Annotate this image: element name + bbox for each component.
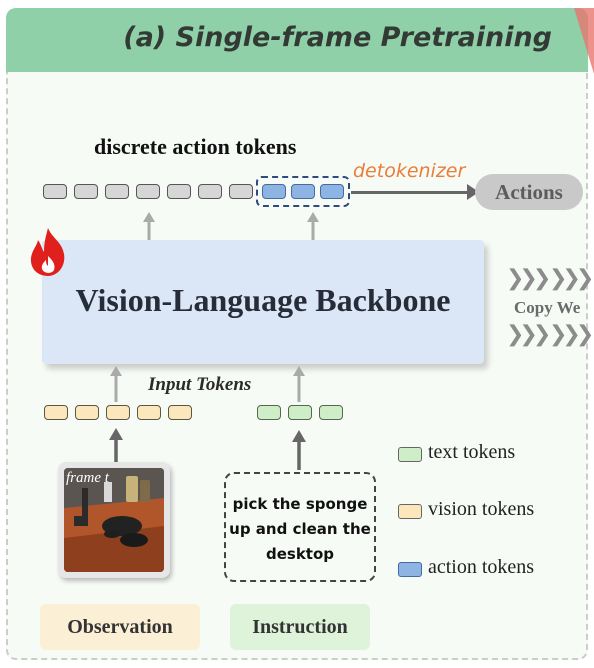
arrow-up-icon	[307, 212, 319, 240]
double-chevron-right-icon: ❯❯❯ ❯❯❯ ❯	[506, 322, 594, 347]
legend-swatch-action	[398, 562, 422, 577]
token-vision	[137, 405, 161, 420]
token-action	[262, 184, 286, 199]
instruction-label-box	[230, 604, 370, 650]
observation-box	[40, 604, 200, 650]
observation-label: Observation	[67, 616, 173, 638]
token-vision	[75, 405, 99, 420]
legend-swatch-text	[398, 447, 422, 462]
arrow-up-icon	[143, 212, 155, 240]
action-token-group-outline	[256, 176, 350, 207]
token-gray	[167, 184, 191, 199]
token-gray	[229, 184, 253, 199]
arrow-up-icon	[293, 366, 305, 402]
input-tokens-label: Input Tokens	[148, 374, 252, 395]
instruction-label: Instruction	[252, 616, 348, 638]
arrow-up-icon	[292, 430, 306, 470]
legend-label-vision: vision tokens	[428, 498, 535, 520]
token-text	[257, 405, 281, 420]
token-vision	[44, 405, 68, 420]
backbone-label: Vision-Language Backbone	[75, 282, 451, 318]
token-action	[320, 184, 344, 199]
detokenizer-arrow-line	[351, 191, 469, 194]
discrete-action-tokens-label: discrete action tokens	[94, 134, 297, 159]
instruction-text: pick the sponge up and clean the desktop	[229, 495, 371, 563]
flame-icon	[30, 228, 65, 276]
double-chevron-right-icon: ❯❯❯ ❯❯❯ ❯	[506, 266, 594, 291]
arrow-up-icon	[109, 428, 123, 464]
token-gray	[74, 184, 98, 199]
legend-label-action: action tokens	[428, 556, 535, 578]
detokenizer-label: detokenizer	[353, 160, 466, 182]
token-gray	[136, 184, 160, 199]
token-gray	[43, 184, 67, 199]
robot-scene-image	[64, 468, 164, 572]
token-action	[291, 184, 315, 199]
token-vision	[168, 405, 192, 420]
legend-swatch-vision	[398, 504, 422, 519]
token-gray	[198, 184, 222, 199]
legend-label-text: text tokens	[428, 441, 516, 463]
arrow-up-icon	[110, 366, 122, 402]
panel-title: (a) Single-frame Pretraining	[123, 22, 552, 53]
token-text	[319, 405, 343, 420]
frame-label: frame t	[66, 470, 109, 486]
vision-language-backbone	[42, 240, 484, 364]
instruction-box	[224, 472, 376, 582]
token-gray	[105, 184, 129, 199]
actions-output: Actions	[475, 174, 583, 210]
token-vision	[106, 405, 130, 420]
copy-weights-label: Copy We	[514, 298, 581, 317]
header-band	[6, 8, 588, 72]
token-text	[288, 405, 312, 420]
